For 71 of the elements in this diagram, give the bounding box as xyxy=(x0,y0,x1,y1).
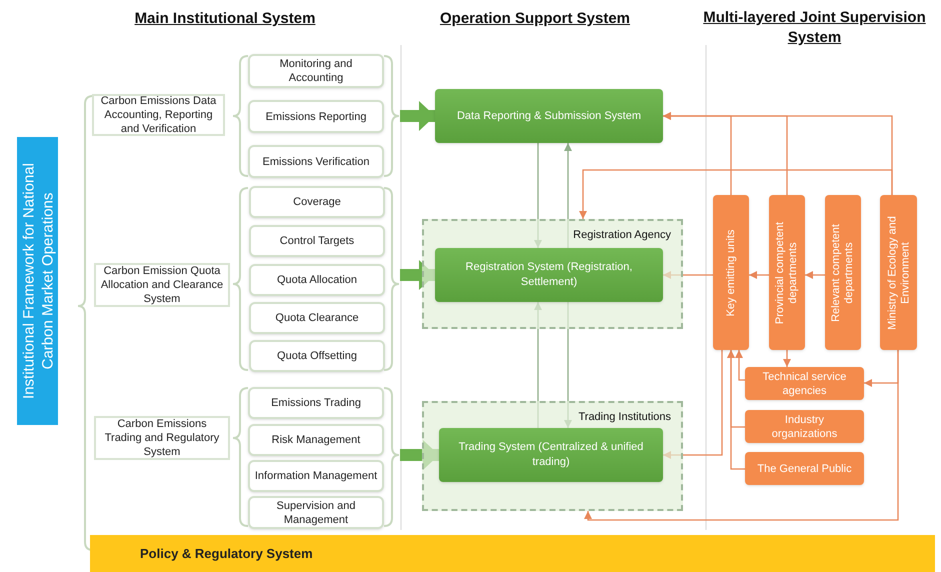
connector-arrow xyxy=(749,271,769,279)
node-label: Monitoring and Accounting xyxy=(278,57,354,85)
authority-box xyxy=(880,195,917,350)
node-label: Supervision and Management xyxy=(276,498,356,526)
node-label: Ministry of Ecology and Environment xyxy=(886,214,912,332)
authority-box xyxy=(825,195,861,350)
flow-arrow xyxy=(400,101,435,131)
component-box xyxy=(249,225,385,257)
system-box xyxy=(435,248,663,302)
node-label: Carbon Emissions Trading and Regulatory System xyxy=(104,417,220,459)
component-box xyxy=(249,340,385,372)
node-label: Information Management xyxy=(254,469,378,483)
node-label: Risk Management xyxy=(272,433,360,447)
connector-arrow xyxy=(735,350,745,381)
foundation-bar xyxy=(90,535,935,572)
connector-arrow xyxy=(579,169,893,219)
authority-box xyxy=(769,195,805,350)
node-label: Emissions Trading xyxy=(271,396,361,410)
agency-container xyxy=(422,219,683,329)
node-label: Key emitting units xyxy=(724,229,738,316)
column-heading: Main Institutional System xyxy=(134,9,316,29)
authority-box xyxy=(713,195,749,350)
system-box xyxy=(435,89,663,143)
component-box xyxy=(249,302,385,334)
node-label: Provincial competent departments xyxy=(774,220,800,326)
component-box xyxy=(249,264,385,296)
node-label: Carbon Emissions Data Accounting, Reporting and Verification xyxy=(100,94,218,136)
node-label: Data Reporting & Submission System xyxy=(456,108,642,124)
node-label: Industry organizations xyxy=(770,412,838,440)
agency-container xyxy=(422,401,683,511)
node-label: Coverage xyxy=(293,195,341,209)
node-label: Carbon Emission Quota Allocation and Clearance System xyxy=(100,264,224,306)
node-label: Trading System (Centralized & unified trading) xyxy=(458,440,644,470)
stakeholder-box xyxy=(745,452,864,485)
connector-arrow xyxy=(584,350,899,521)
node-label: Technical service agencies xyxy=(762,370,848,398)
node-label: The General Public xyxy=(757,462,852,476)
column-heading: Operation Support System xyxy=(438,9,632,29)
component-box xyxy=(248,145,384,178)
curly-bracket xyxy=(384,388,400,526)
connector-arrow xyxy=(727,350,745,470)
curly-bracket xyxy=(384,188,400,370)
system-box xyxy=(439,428,663,482)
component-box xyxy=(248,460,384,492)
node-label: Registration System (Registration, Settlement) xyxy=(464,260,634,290)
stakeholder-box xyxy=(745,367,864,400)
framework-box xyxy=(17,137,58,425)
node-label: Quota Clearance xyxy=(275,311,359,325)
component-box xyxy=(249,186,385,218)
connector-arrow xyxy=(783,350,791,367)
system-box xyxy=(94,416,230,460)
connector-arrow xyxy=(663,112,788,195)
node-label: Trading Institutions xyxy=(578,410,671,425)
node-label: Institutional Framework for National Carbon Market Operations xyxy=(18,162,56,401)
node-label: Registration Agency xyxy=(573,228,671,243)
component-box xyxy=(248,424,384,456)
node-label: Emissions Verification xyxy=(262,154,370,168)
component-box xyxy=(248,54,384,88)
connector-arrow xyxy=(805,271,825,279)
node-label: Control Targets xyxy=(280,234,354,248)
column-heading: Multi-layered Joint Supervision System xyxy=(702,8,927,48)
node-label: Relevant competent departments xyxy=(830,222,856,324)
node-label: Quota Offsetting xyxy=(277,349,357,363)
stakeholder-box xyxy=(745,410,864,443)
curly-bracket xyxy=(384,56,400,176)
component-box xyxy=(248,387,384,419)
component-box xyxy=(248,100,384,133)
node-label: Policy & Regulatory System xyxy=(140,544,313,563)
component-box xyxy=(248,496,384,529)
node-label: Emissions Reporting xyxy=(266,110,366,124)
node-label: Quota Allocation xyxy=(276,273,358,287)
